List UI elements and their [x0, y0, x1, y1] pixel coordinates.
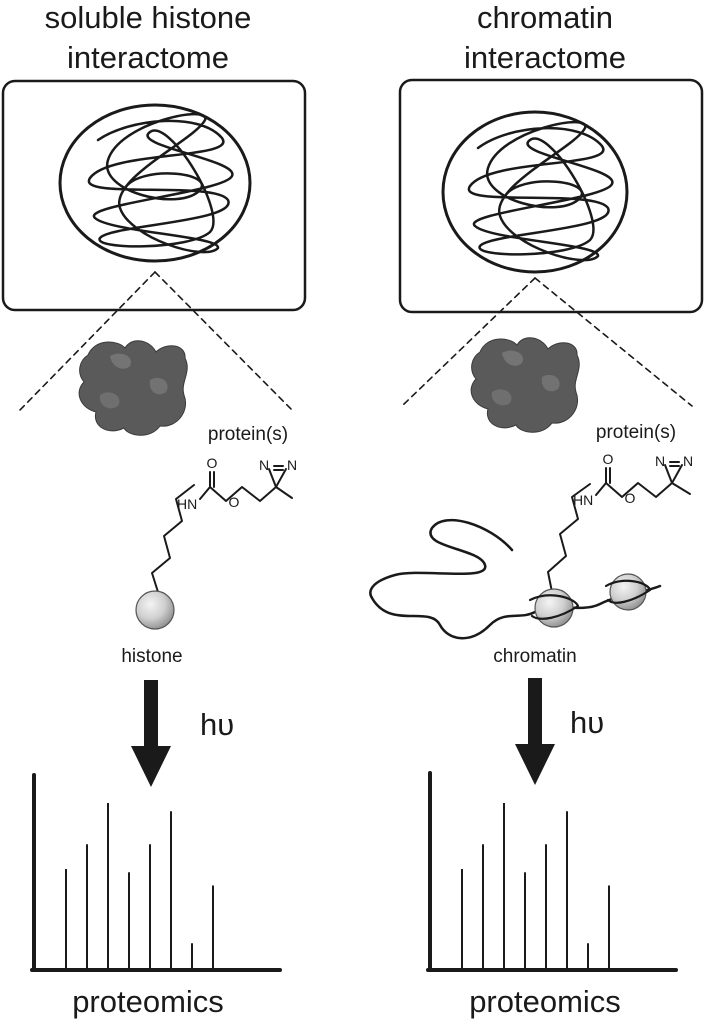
panel-title-line2: interactome: [464, 40, 626, 75]
nucleosome-bead: [609, 573, 647, 611]
atom-hn: HN: [177, 496, 197, 512]
substrate-label: histone: [121, 646, 182, 667]
atom-hn: HN: [573, 492, 593, 508]
zoom-line-right: [154, 271, 293, 411]
atom-o-carbonyl: O: [207, 455, 218, 471]
substrate-label: chromatin: [493, 646, 576, 667]
atom-o-carbonyl: O: [603, 451, 614, 467]
protein-surface: [78, 340, 188, 436]
panel-title-line1: soluble histone: [45, 0, 252, 35]
zoom-line-left: [402, 277, 536, 406]
protein-label: protein(s): [596, 422, 676, 443]
atom-n1: N: [259, 457, 269, 473]
zoom-line-right: [534, 277, 693, 407]
diazirine-linker: HN O O N N: [547, 451, 693, 593]
cell-frame: [1, 79, 307, 312]
panel-chromatin: chromatin interactome protein(s) HN O O: [369, 0, 704, 1019]
atom-n2: N: [287, 457, 297, 473]
mass-spectrum: [426, 771, 678, 972]
light-label: hυ: [570, 705, 604, 740]
down-arrow: [515, 678, 555, 785]
readout-label: proteomics: [469, 984, 621, 1019]
atom-o-ester: O: [625, 490, 636, 506]
atom-o-ester: O: [229, 494, 240, 510]
down-arrow: [131, 680, 171, 787]
nucleus-outline: [58, 103, 252, 263]
mass-spectrum: [30, 773, 282, 972]
atom-n2: N: [683, 453, 693, 469]
panel-title-line2: interactome: [67, 40, 229, 75]
protein-label: protein(s): [208, 424, 288, 445]
cell-frame: [398, 78, 704, 314]
light-label: hυ: [200, 707, 234, 742]
readout-label: proteomics: [72, 984, 224, 1019]
chromatin-scribble: [467, 120, 614, 262]
histone-bead: [135, 590, 175, 630]
atom-n1: N: [655, 453, 665, 469]
panel-title-line1: chromatin: [477, 0, 613, 35]
chromatin-scribble: [87, 112, 234, 254]
panel-soluble-histone: soluble histone interactome protein(s) H…: [1, 0, 307, 1019]
protein-surface: [470, 337, 580, 433]
dna-wrap: [528, 594, 580, 620]
diazirine-linker: HN O O N N: [151, 455, 297, 593]
dna-wrap: [604, 579, 652, 604]
nucleus-outline: [441, 110, 629, 274]
